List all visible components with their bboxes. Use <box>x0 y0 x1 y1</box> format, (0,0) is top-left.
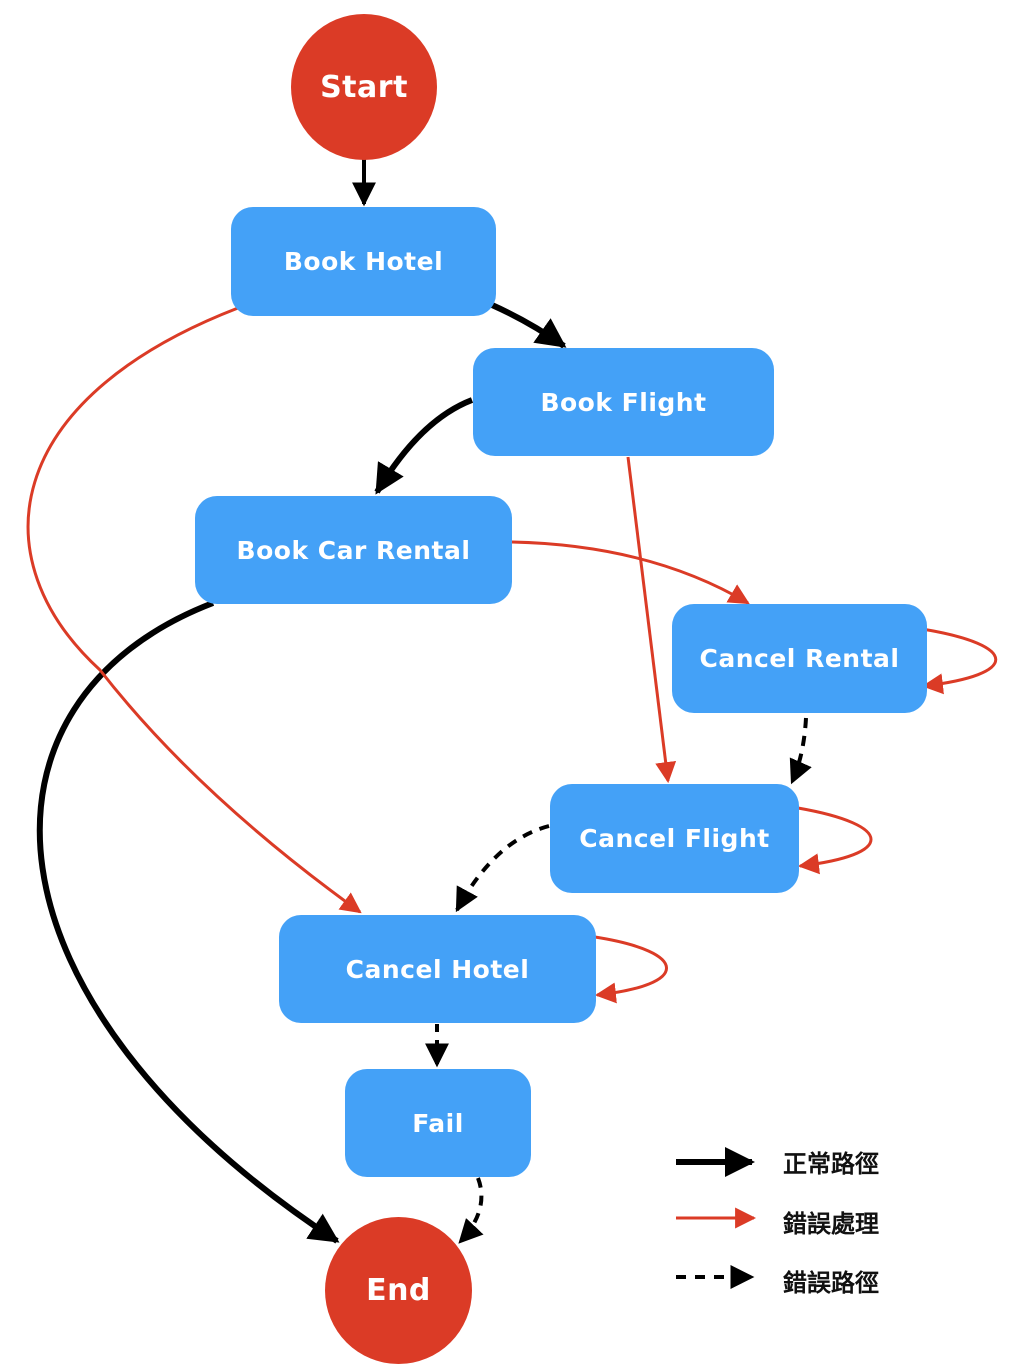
edge-fail-to-end <box>458 1177 484 1244</box>
legend-normal-label: 正常路徑 <box>783 1150 879 1178</box>
edge-cancel-rental-self-loop <box>921 627 998 695</box>
end-node: End <box>325 1217 472 1364</box>
legend-error-path-label: 錯誤路徑 <box>783 1269 879 1297</box>
edge-cancel-flight-self-loop <box>797 806 873 875</box>
edge-book-hotel-to-cancel-hotel <box>26 306 362 914</box>
cancel-hotel-node: Cancel Hotel <box>279 915 596 1023</box>
book-flight-node: Book Flight <box>473 348 774 456</box>
edge-book-flight-to-cancel-flight <box>626 456 677 784</box>
edge-cancel-flight-to-cancel-hotel <box>455 824 550 913</box>
edge-cancel-hotel-self-loop <box>594 935 668 1004</box>
fail-node: Fail <box>345 1069 531 1177</box>
edge-book-car-rental-to-cancel-rental <box>511 540 750 605</box>
edge-book-hotel-to-book-flight <box>490 302 567 349</box>
cancel-flight-node: Cancel Flight <box>550 784 799 893</box>
book-hotel-node: Book Hotel <box>231 207 496 316</box>
book-car-rental-node: Book Car Rental <box>195 496 512 604</box>
legend-error-handling-label: 錯誤處理 <box>783 1210 879 1238</box>
cancel-rental-node: Cancel Rental <box>672 604 927 713</box>
edge-book-flight-to-book-car-rental <box>374 397 474 495</box>
start-node: Start <box>291 14 437 160</box>
edge-book-car-rental-to-end <box>36 600 340 1244</box>
edge-cancel-rental-to-cancel-flight <box>789 717 812 785</box>
